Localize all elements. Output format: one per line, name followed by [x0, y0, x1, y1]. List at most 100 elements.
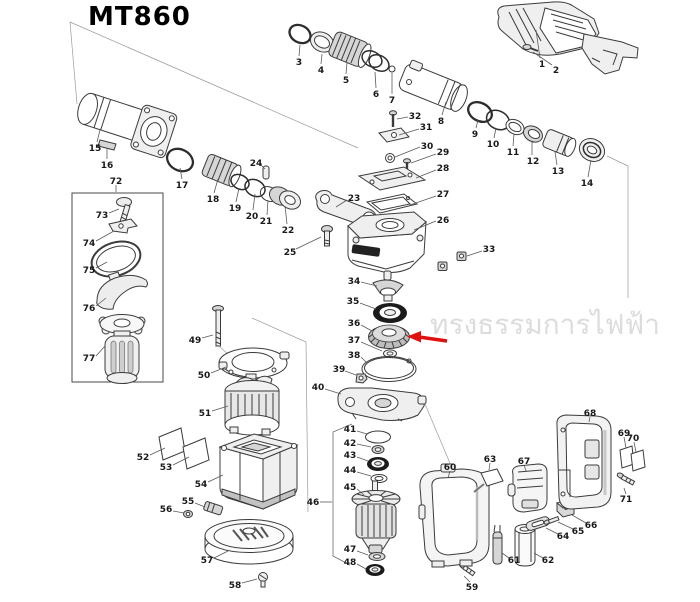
part-label-74: 74	[83, 239, 96, 249]
part-label-72: 72	[110, 177, 123, 187]
part-label-45: 45	[344, 483, 357, 493]
part-12-ring	[522, 125, 544, 143]
part-36-gear	[368, 324, 410, 349]
part-label-11: 11	[507, 148, 520, 158]
part-label-26: 26	[437, 216, 450, 226]
construction-lines	[69, 21, 629, 513]
part-37-washer	[383, 349, 397, 358]
part-leader-55	[194, 502, 206, 508]
part-17-oring	[165, 147, 195, 173]
part-leader-77	[95, 345, 106, 357]
part-leader-29	[410, 153, 437, 164]
part-64-lever	[525, 516, 550, 531]
part-39-nut	[355, 373, 368, 384]
part-70-sheet	[630, 449, 646, 472]
part-43-bearing	[367, 457, 389, 471]
part-label-29: 29	[437, 148, 450, 158]
part-leader-48	[356, 563, 367, 570]
part-label-34: 34	[348, 277, 361, 287]
part-47-fan-washer	[368, 552, 386, 561]
part-label-59: 59	[466, 583, 479, 593]
part-48-bearing	[365, 564, 385, 576]
armature-group-bracket	[332, 423, 353, 566]
part-label-54: 54	[195, 480, 208, 490]
part-55-carbon-brush	[203, 501, 224, 516]
part-label-48: 48	[344, 558, 357, 568]
part-label-30: 30	[421, 142, 434, 152]
part-leader-37	[360, 341, 383, 352]
part-label-27: 27	[437, 190, 450, 200]
part-label-49: 49	[189, 336, 202, 346]
part-label-7: 7	[389, 96, 395, 106]
part-71-screw	[616, 472, 636, 486]
part-label-36: 36	[348, 319, 361, 329]
part-label-9: 9	[472, 130, 478, 140]
part-leader-38	[360, 356, 367, 363]
part-label-51: 51	[199, 409, 212, 419]
part-label-39: 39	[333, 365, 346, 375]
part-leader-56	[172, 510, 185, 514]
part-leader-71	[623, 487, 627, 495]
part-leader-64	[545, 527, 559, 535]
part-leader-5	[345, 61, 348, 75]
part-leader-22	[284, 205, 288, 225]
red-arrow-head	[407, 331, 421, 343]
part-27-gasket	[365, 193, 419, 214]
part-label-68: 68	[584, 409, 597, 419]
part-leader-43	[356, 456, 369, 462]
part-65-screw	[543, 515, 560, 525]
part-leader-8	[441, 101, 447, 116]
part-label-28: 28	[437, 164, 450, 174]
part-leader-75	[95, 261, 108, 269]
part-63-plate	[473, 468, 504, 493]
part-leader-65	[557, 521, 574, 530]
part-68-handle-housing	[556, 414, 612, 510]
part-leader-47	[356, 550, 369, 556]
part-leader-49	[201, 334, 214, 339]
part-leader-20	[252, 193, 256, 211]
part-leader-58	[241, 578, 258, 584]
part-leader-2	[532, 51, 553, 66]
part-leader-19	[235, 187, 240, 203]
part-26-crank-housing	[347, 211, 427, 273]
part-label-73: 73	[96, 211, 109, 221]
part-leader-30	[394, 146, 421, 158]
part-leader-10	[493, 127, 497, 139]
part-leader-68	[588, 416, 591, 423]
part-leader-6	[374, 71, 377, 89]
part-label-70: 70	[627, 434, 640, 444]
part-label-77: 77	[83, 354, 96, 364]
part-41-oring	[365, 430, 391, 444]
part-label-65: 65	[572, 527, 585, 537]
part-label-38: 38	[348, 351, 361, 361]
part-leader-36	[360, 324, 373, 332]
part-label-23: 23	[348, 194, 361, 204]
part-leader-59	[463, 575, 471, 583]
part-32-screw	[389, 110, 397, 127]
part-leader-70	[633, 441, 637, 453]
part-leader-9	[475, 119, 479, 129]
part-leader-41	[356, 430, 368, 435]
part-leader-13	[554, 151, 558, 166]
part-leader-34	[360, 281, 378, 287]
part-label-76: 76	[83, 304, 96, 314]
part-77-grip	[98, 314, 146, 384]
part-label-21: 21	[260, 217, 273, 227]
part-45-armature	[351, 480, 401, 560]
part-label-3: 3	[296, 58, 302, 68]
part-label-5: 5	[343, 76, 349, 86]
part-49-long-bolt	[212, 305, 224, 347]
part-label-62: 62	[542, 556, 555, 566]
part-leader-67	[523, 464, 527, 472]
part-label-61: 61	[508, 556, 521, 566]
part-76-half-shell	[96, 274, 148, 310]
part-leader-3	[298, 44, 301, 57]
part-label-31: 31	[420, 123, 433, 133]
part-34-crank-shaft	[372, 270, 404, 302]
part-label-57: 57	[201, 556, 214, 566]
part-58-screw	[258, 572, 268, 588]
part-label-12: 12	[527, 157, 540, 167]
part-18-piston-cylinder	[201, 153, 242, 188]
part-leader-52	[149, 447, 166, 456]
